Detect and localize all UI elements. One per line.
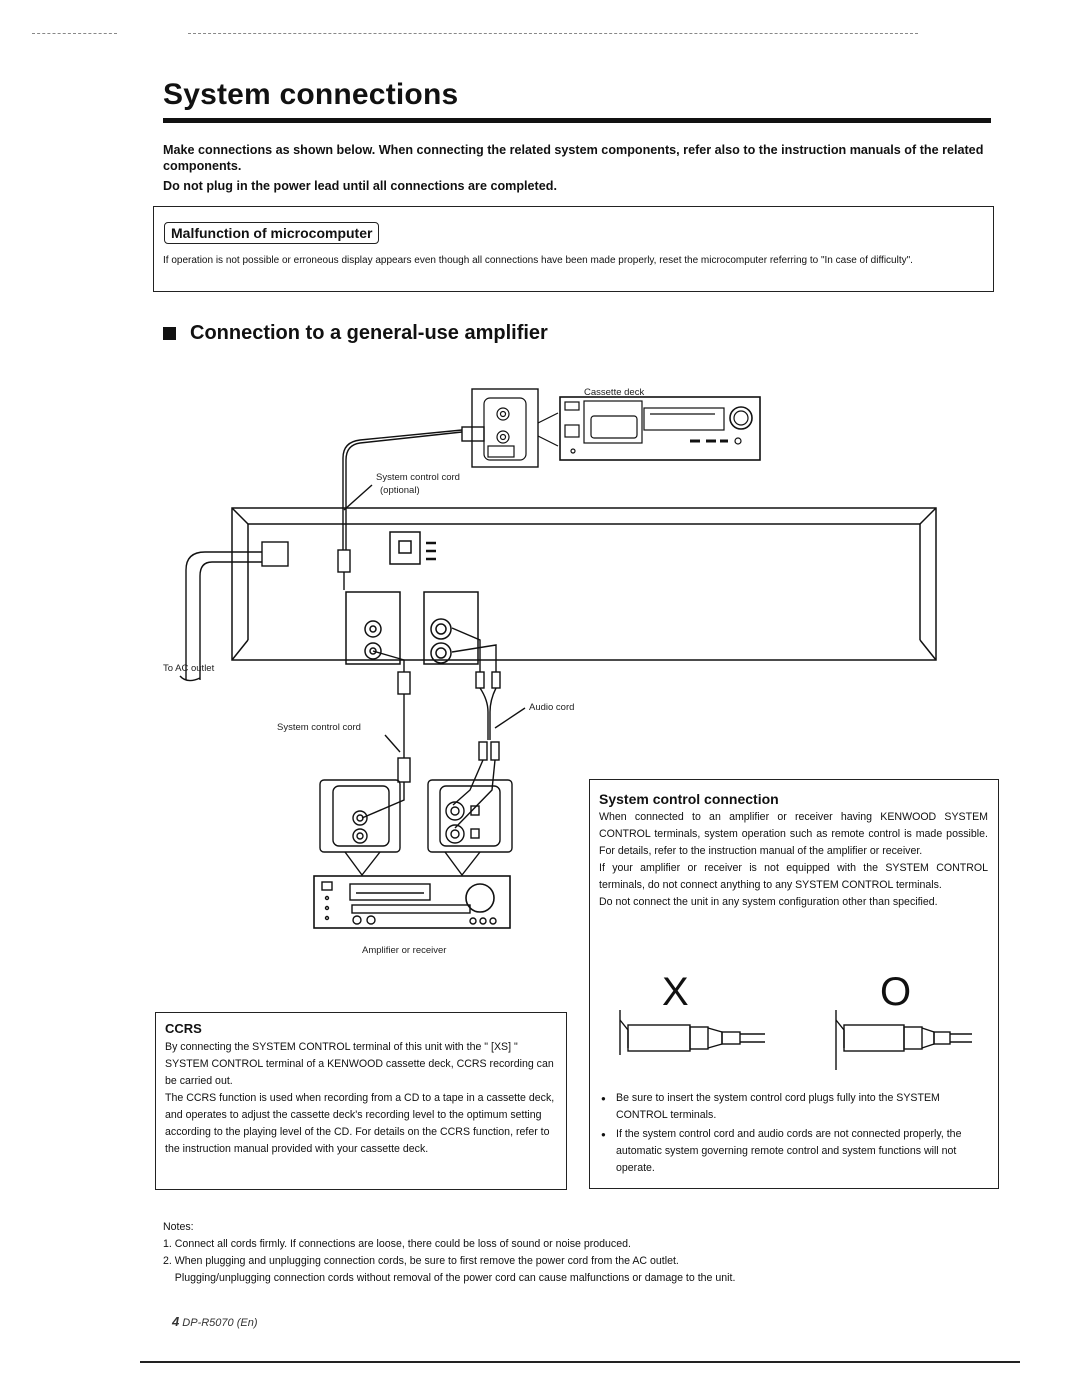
cd-player-rear-panel bbox=[231, 507, 937, 665]
label-cassette-deck: Cassette deck bbox=[584, 387, 645, 398]
notes: Notes: 1. Connect all cords firmly. If c… bbox=[163, 1219, 1003, 1287]
amplifier-drawing bbox=[313, 875, 511, 929]
connection-diagram bbox=[179, 388, 937, 929]
cassette-deck-drawing bbox=[559, 396, 761, 461]
malfunction-heading: Malfunction of microcomputer bbox=[164, 222, 380, 244]
footer: 4 DP-R5070 (En) bbox=[172, 1314, 258, 1329]
label-audio-cord: Audio cord bbox=[529, 702, 575, 713]
system-control-connection-box: System control connection When connected… bbox=[589, 779, 999, 1189]
system-control-bullets: Be sure to insert the system control cor… bbox=[600, 1090, 988, 1179]
right-mark: O bbox=[880, 970, 912, 1014]
amplifier-terminal-insets bbox=[319, 779, 513, 877]
plug-illustrations: X O bbox=[600, 970, 990, 1070]
cassette-terminal-inset bbox=[471, 388, 559, 468]
top-dashed-rule bbox=[188, 33, 918, 34]
model-code: DP-R5070 (En) bbox=[182, 1317, 258, 1329]
ccrs-box: CCRS By connecting the SYSTEM CONTROL te… bbox=[155, 1012, 567, 1190]
power-cord bbox=[179, 541, 289, 682]
label-to-ac-outlet: To AC outlet bbox=[163, 663, 215, 674]
square-bullet-icon bbox=[163, 327, 176, 340]
malfunction-text: If operation is not possible or erroneou… bbox=[163, 255, 913, 266]
top-dashed-rule-left bbox=[32, 33, 117, 34]
wrong-mark: X bbox=[662, 970, 689, 1014]
system-control-cord bbox=[361, 650, 411, 819]
page-number: 4 bbox=[172, 1314, 180, 1329]
label-amplifier-or-receiver: Amplifier or receiver bbox=[362, 945, 447, 956]
ccrs-text: By connecting the SYSTEM CONTROL termina… bbox=[165, 1041, 555, 1155]
malfunction-box: Malfunction of microcomputer If operatio… bbox=[153, 206, 994, 292]
note-item: 2. When plugging and unplugging connecti… bbox=[163, 1255, 679, 1267]
list-item: Be sure to insert the system control cor… bbox=[600, 1090, 988, 1124]
intro-warning: Do not plug in the power lead until all … bbox=[163, 179, 557, 193]
system-control-heading: System control connection bbox=[599, 791, 779, 807]
list-item: If the system control cord and audio cor… bbox=[600, 1126, 988, 1177]
bottom-rule bbox=[140, 1361, 1020, 1363]
page-title: System connections bbox=[163, 78, 459, 111]
system-control-cord-optional bbox=[337, 426, 485, 590]
label-optional: (optional) bbox=[380, 485, 420, 496]
intro-paragraph: Make connections as shown below. When co… bbox=[163, 143, 984, 173]
title-rule bbox=[163, 118, 991, 123]
label-system-control-cord-optional: System control cord bbox=[376, 472, 460, 483]
label-system-control-cord: System control cord bbox=[277, 722, 361, 733]
section-heading: Connection to a general-use amplifier bbox=[163, 322, 548, 345]
system-control-text: When connected to an amplifier or receiv… bbox=[599, 811, 988, 908]
audio-cord bbox=[451, 627, 526, 829]
ccrs-heading: CCRS bbox=[165, 1021, 202, 1036]
section-heading-text: Connection to a general-use amplifier bbox=[190, 322, 548, 344]
note-item: Plugging/unplugging connection cords wit… bbox=[163, 1272, 736, 1284]
note-item: 1. Connect all cords firmly. If connecti… bbox=[163, 1238, 631, 1250]
notes-label: Notes: bbox=[163, 1221, 194, 1233]
plug-comparison-drawing bbox=[619, 1010, 972, 1070]
